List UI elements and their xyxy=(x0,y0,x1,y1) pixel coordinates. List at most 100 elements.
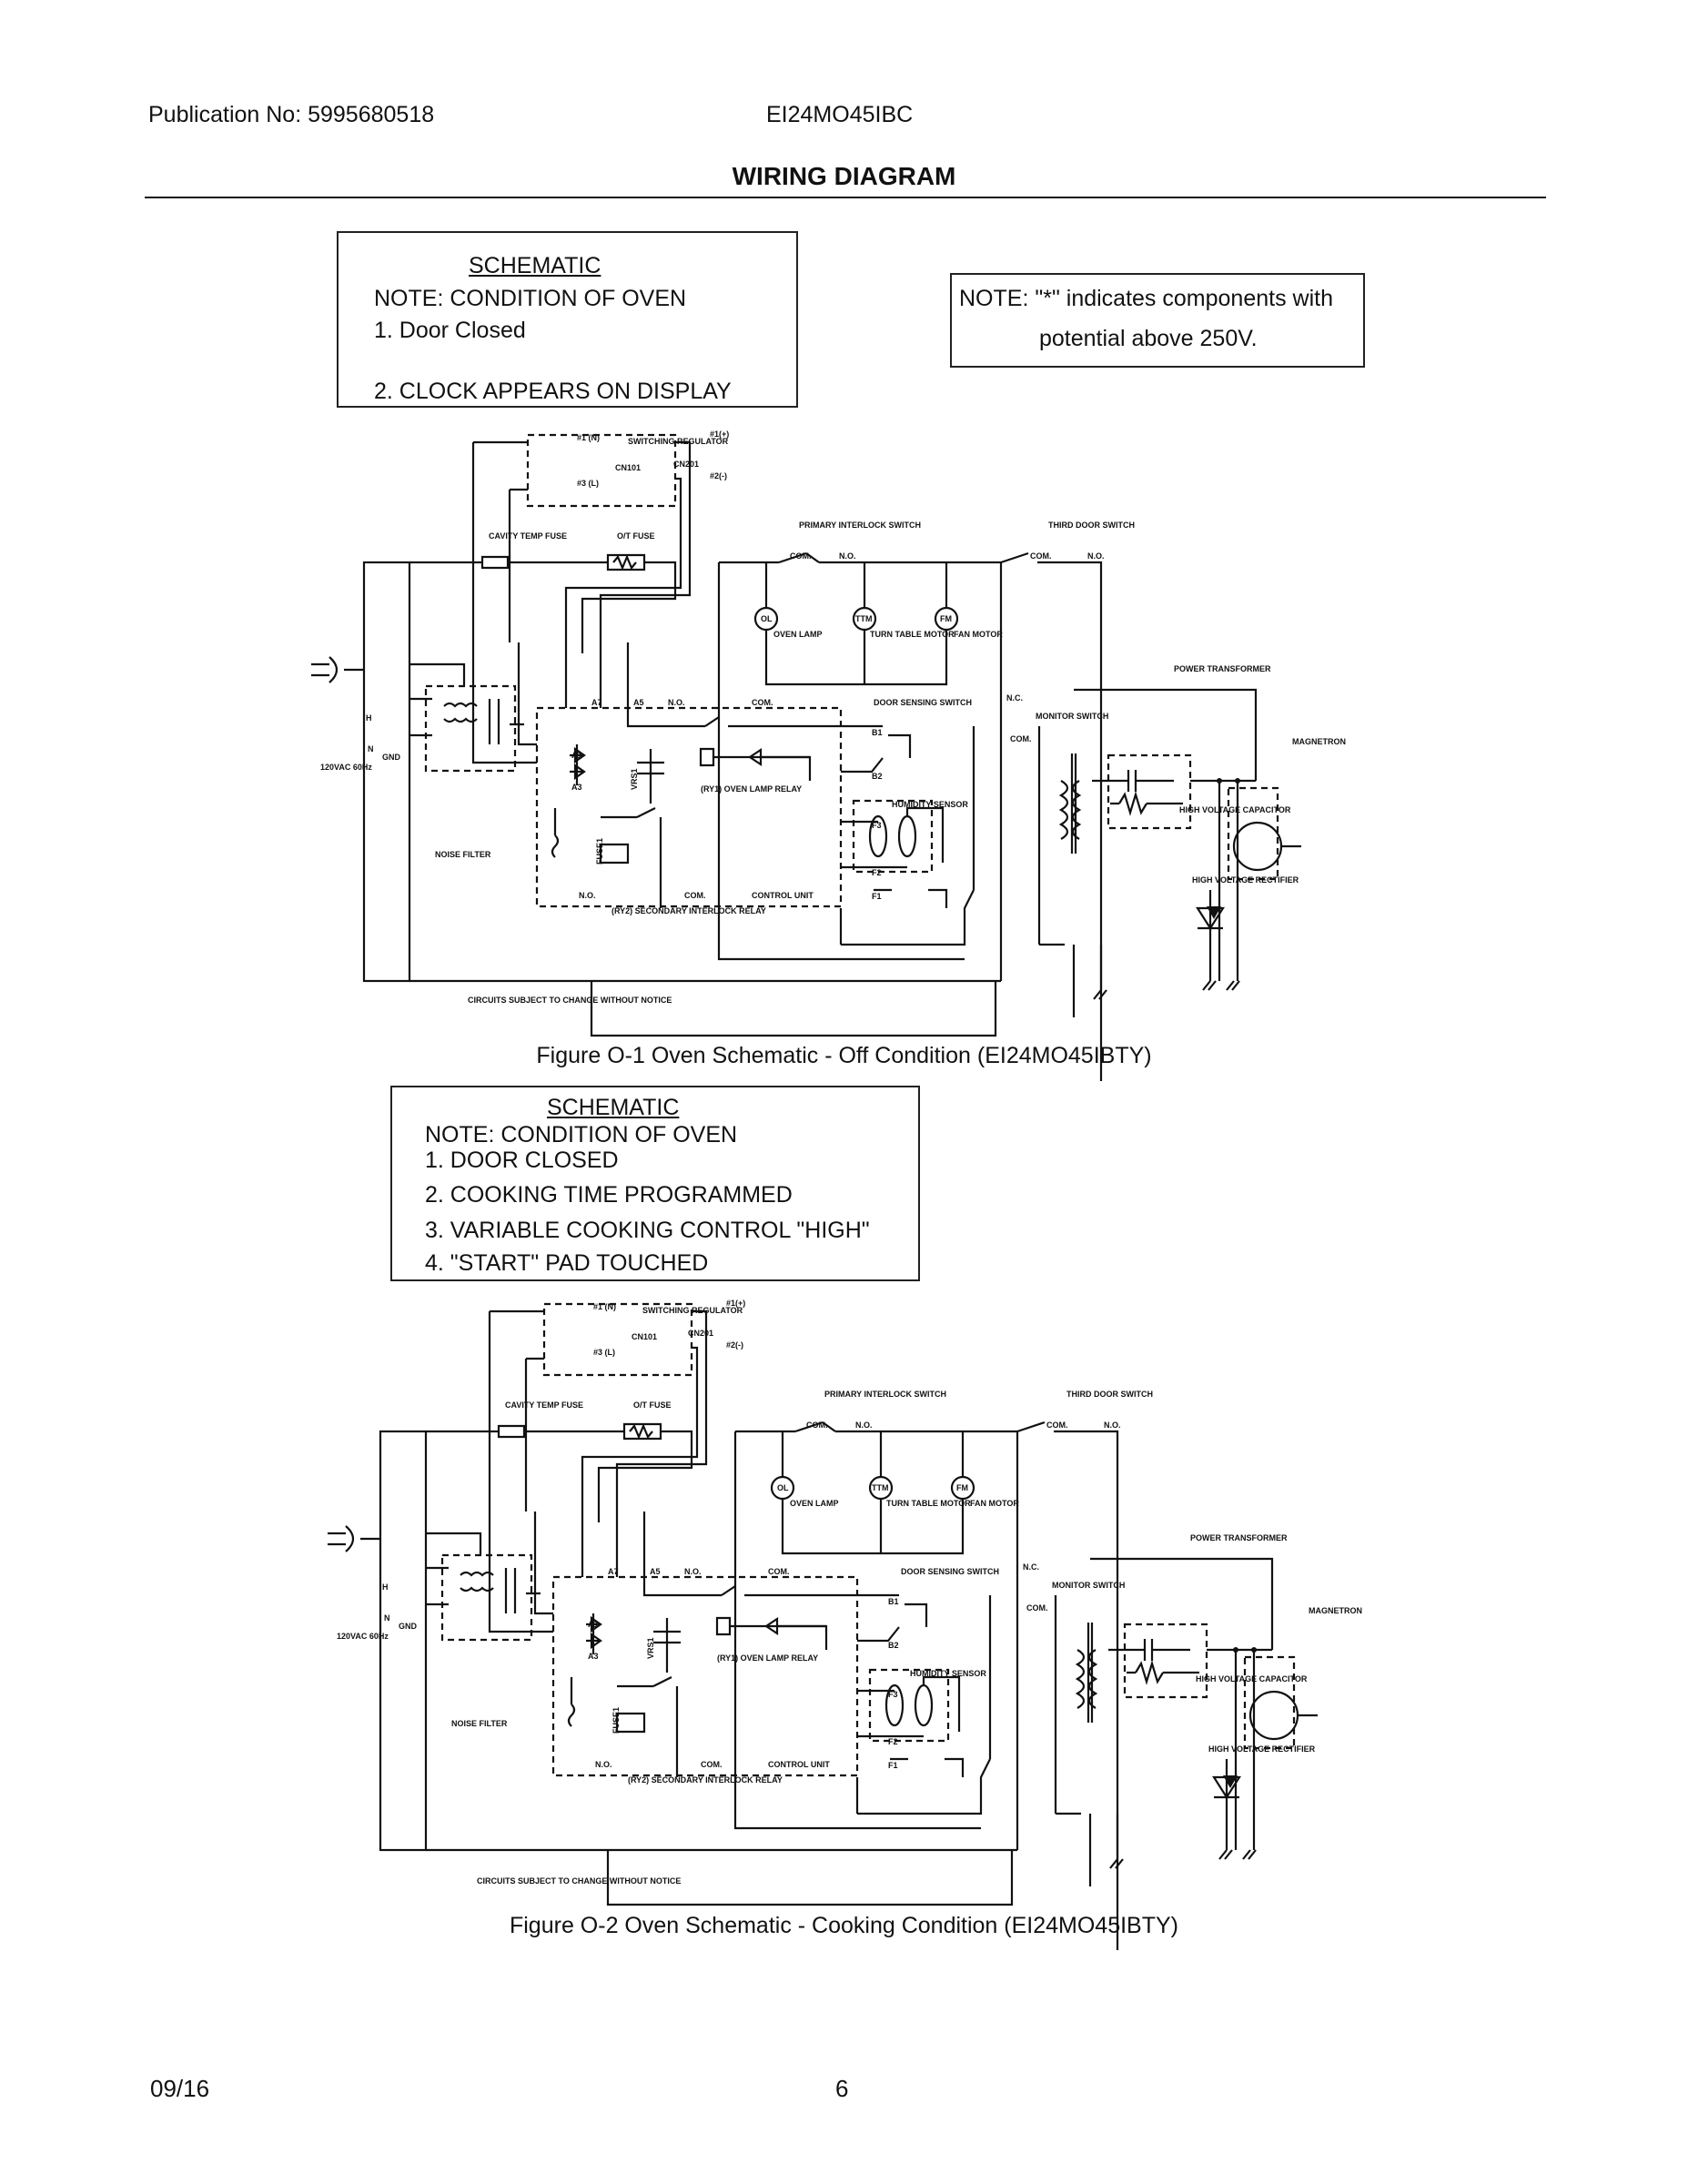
label-b2: B2 xyxy=(872,772,883,781)
fig2-note-item: 3. VARIABLE COOKING CONTROL "HIGH" xyxy=(425,1218,870,1243)
label-ry2: (RY2) SECONDARY INTERLOCK RELAY xyxy=(612,906,766,915)
label-primary-switch: PRIMARY INTERLOCK SWITCH xyxy=(824,1390,946,1399)
label-ry1: (RY1) OVEN LAMP RELAY xyxy=(717,1653,818,1663)
label-vrs1: VRS1 xyxy=(630,768,639,790)
label-a3: A3 xyxy=(571,783,582,792)
label-p3l: #3 (L) xyxy=(593,1348,615,1357)
label-ry2: (RY2) SECONDARY INTERLOCK RELAY xyxy=(628,1775,783,1785)
label-f1: F1 xyxy=(888,1761,898,1770)
label-ot-fuse: O/T FUSE xyxy=(617,531,655,541)
label-no: N.O. xyxy=(855,1421,873,1430)
label-hv-capacitor: HIGH VOLTAGE CAPACITOR xyxy=(1196,1674,1308,1684)
label-monitor-switch: MONITOR SWITCH xyxy=(1036,712,1108,721)
label-gnd: GND xyxy=(399,1622,418,1631)
label-ol: OL xyxy=(777,1483,789,1492)
label-no: N.O. xyxy=(1087,551,1105,561)
label-h: H xyxy=(382,1582,389,1592)
label-oven-lamp: OVEN LAMP xyxy=(773,630,823,639)
label-fuse1: FUSE1 xyxy=(595,838,604,864)
fig2-note-item: 2. COOKING TIME PROGRAMMED xyxy=(425,1182,793,1208)
page-number: 6 xyxy=(835,2075,849,2102)
footer-date: 09/16 xyxy=(150,2075,210,2102)
label-regulator: SWITCHING REGULATOR xyxy=(642,1306,743,1315)
label-turntable-motor: TURN TABLE MOTOR xyxy=(870,630,955,639)
label-a1: A1 xyxy=(571,751,582,760)
label-third-switch: THIRD DOOR SWITCH xyxy=(1048,521,1135,530)
fig2-note-item: 1. DOOR CLOSED xyxy=(425,1148,619,1173)
label-cavity-fuse: CAVITY TEMP FUSE xyxy=(489,531,567,541)
label-noise-filter: NOISE FILTER xyxy=(435,850,491,859)
label-ot-fuse: O/T FUSE xyxy=(633,1400,672,1410)
label-gnd: GND xyxy=(382,753,401,762)
label-control-unit: CONTROL UNIT xyxy=(752,891,814,900)
label-p2minus: #2(-) xyxy=(726,1340,743,1350)
label-h: H xyxy=(366,713,372,723)
fig2-note-item: 4. "START" PAD TOUCHED xyxy=(425,1250,709,1276)
label-com: COM. xyxy=(1030,551,1052,561)
label-com: COM. xyxy=(752,698,773,707)
label-cavity-fuse: CAVITY TEMP FUSE xyxy=(505,1400,583,1410)
label-primary-switch: PRIMARY INTERLOCK SWITCH xyxy=(799,521,921,530)
label-magnetron: MAGNETRON xyxy=(1309,1606,1362,1615)
fig2-note-heading: SCHEMATIC xyxy=(547,1095,680,1120)
label-power-transformer: POWER TRANSFORMER xyxy=(1174,664,1271,673)
model-number: EI24MO45IBC xyxy=(766,102,914,127)
label-fm: FM xyxy=(940,614,952,623)
label-no: N.O. xyxy=(668,698,685,707)
label-n: N xyxy=(384,1613,390,1623)
label-a5: A5 xyxy=(633,698,644,707)
label-magnetron: MAGNETRON xyxy=(1292,737,1346,746)
label-no: N.O. xyxy=(684,1567,702,1576)
label-f2: F2 xyxy=(872,868,882,877)
label-control-unit: CONTROL UNIT xyxy=(768,1760,830,1769)
fig1-note-heading: SCHEMATIC xyxy=(469,253,601,278)
voltage-note-line1: NOTE: "*" indicates components with xyxy=(959,286,1333,311)
fig1-voltage-note: NOTE: "*" indicates components with pote… xyxy=(950,273,1365,368)
label-p3l: #3 (L) xyxy=(577,479,599,488)
label-com: COM. xyxy=(701,1760,723,1769)
label-com: COM. xyxy=(790,551,812,561)
label-ol: OL xyxy=(761,614,773,623)
label-oven-lamp: OVEN LAMP xyxy=(790,1499,839,1508)
label-ttm: TTM xyxy=(872,1483,889,1492)
label-power-transformer: POWER TRANSFORMER xyxy=(1190,1533,1288,1542)
publication-number: Publication No: 5995680518 xyxy=(148,102,435,127)
label-a1: A1 xyxy=(588,1620,599,1629)
label-notice: CIRCUITS SUBJECT TO CHANGE WITHOUT NOTIC… xyxy=(468,996,672,1005)
page-title: WIRING DIAGRAM xyxy=(732,162,956,190)
fig1-schematic xyxy=(309,433,1303,1083)
label-nc: N.C. xyxy=(1006,693,1023,703)
label-humidity-sensor: HUMIDITY SENSOR xyxy=(910,1669,986,1678)
label-f2: F2 xyxy=(888,1737,898,1746)
label-fan-motor: FAN MOTOR xyxy=(970,1499,1019,1508)
label-vrs1: VRS1 xyxy=(646,1637,655,1659)
label-no: N.O. xyxy=(839,551,856,561)
label-a7: A7 xyxy=(591,698,602,707)
label-door-sensing: DOOR SENSING SWITCH xyxy=(901,1567,999,1576)
fig2-caption: Figure O-2 Oven Schematic - Cooking Cond… xyxy=(509,1913,1179,1938)
label-fan-motor: FAN MOTOR xyxy=(954,630,1003,639)
label-no: N.O. xyxy=(579,891,596,900)
label-no: N.O. xyxy=(1104,1421,1121,1430)
label-com: COM. xyxy=(1046,1421,1068,1430)
label-com: COM. xyxy=(684,891,706,900)
label-a3: A3 xyxy=(588,1652,599,1661)
label-p1n: #1 (N) xyxy=(577,433,600,442)
label-monitor-switch: MONITOR SWITCH xyxy=(1052,1581,1125,1590)
label-f1: F1 xyxy=(872,892,882,901)
label-no: N.O. xyxy=(595,1760,612,1769)
label-p1n: #1 (N) xyxy=(593,1302,616,1311)
label-a5: A5 xyxy=(650,1567,661,1576)
fig2-condition-note: SCHEMATIC NOTE: CONDITION OF OVEN 1. DOO… xyxy=(390,1086,920,1281)
label-turntable-motor: TURN TABLE MOTOR xyxy=(886,1499,971,1508)
header-rule xyxy=(145,197,1546,198)
fig1-note-item: 2. CLOCK APPEARS ON DISPLAY xyxy=(374,379,732,404)
label-cn101: CN101 xyxy=(615,463,641,472)
label-fuse1: FUSE1 xyxy=(612,1707,621,1734)
fig2-note-condition: NOTE: CONDITION OF OVEN xyxy=(425,1122,738,1148)
label-cn201: CN201 xyxy=(673,460,699,469)
label-p1plus: #1(+) xyxy=(726,1299,745,1308)
fig1-condition-note: SCHEMATIC NOTE: CONDITION OF OVEN 1. Doo… xyxy=(337,231,798,408)
fig2-schematic xyxy=(326,1302,1319,1952)
